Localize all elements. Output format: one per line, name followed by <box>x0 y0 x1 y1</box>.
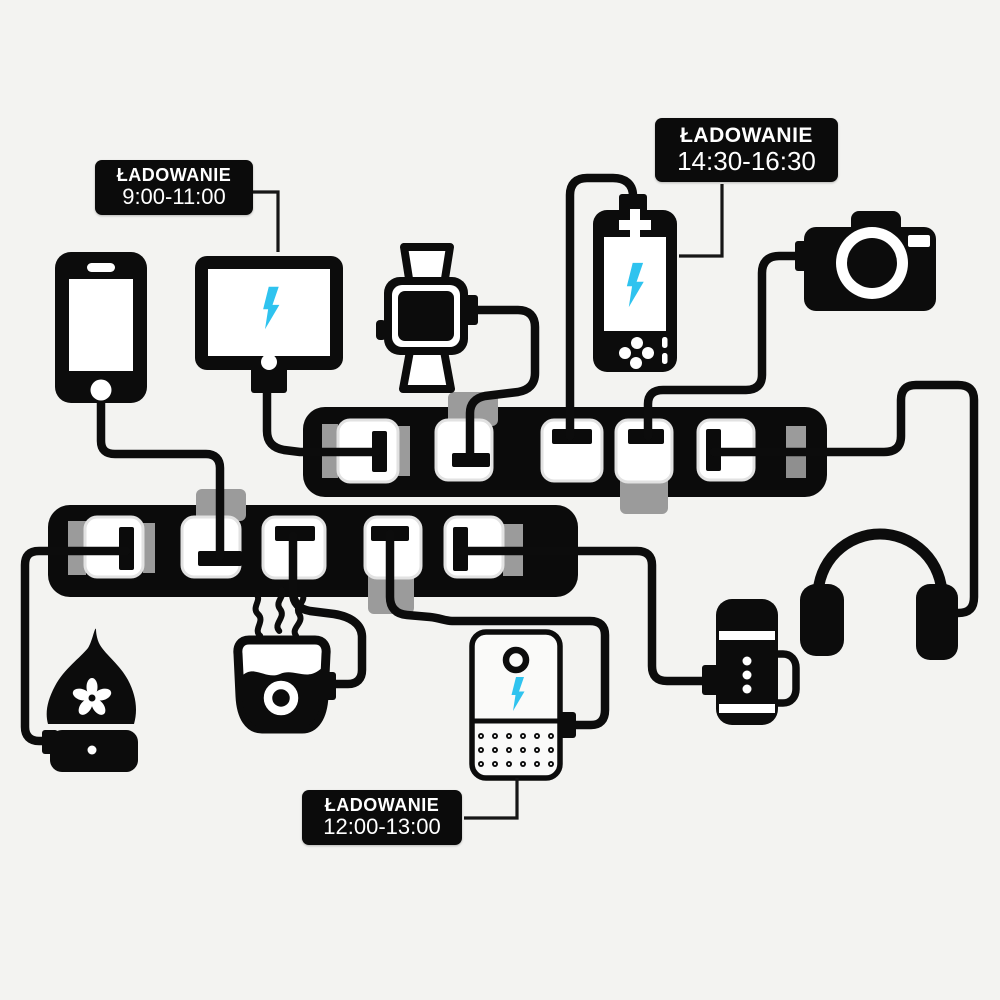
cable-camera <box>643 251 801 441</box>
cable-charger <box>385 529 610 730</box>
connector-label2-powerbank <box>679 184 724 258</box>
tablet-home-button <box>261 354 277 370</box>
label-time: 14:30-16:30 <box>677 146 816 177</box>
watch-crown <box>376 320 386 340</box>
ear-cup-left <box>800 584 844 656</box>
speaker-dot <box>742 670 752 680</box>
speaker-bottle-icon <box>702 599 800 725</box>
label-connector-lines <box>253 184 724 820</box>
charging-label-afternoon: ŁADOWANIE 14:30-16:30 <box>655 118 838 182</box>
camera-icon <box>795 211 936 311</box>
flower-icon <box>72 678 112 715</box>
label-title: ŁADOWANIE <box>116 164 232 185</box>
power-bank-buttons <box>619 337 668 369</box>
tablet-connector <box>251 367 287 393</box>
socket <box>434 418 494 482</box>
cable-headphones <box>709 380 979 618</box>
camera-flash <box>908 235 930 247</box>
smartwatch-icon <box>376 243 478 393</box>
steam-icon <box>252 587 307 639</box>
connector-label1-tablet <box>253 190 280 252</box>
humidifier-dial <box>263 680 299 716</box>
speaker-dot <box>742 684 752 694</box>
aroma-diffuser-icon <box>42 628 138 772</box>
label-title: ŁADOWANIE <box>324 794 440 815</box>
camera-lens <box>847 238 897 288</box>
charger-ring <box>502 646 530 674</box>
label-time: 9:00-11:00 <box>122 184 226 210</box>
plus-icon <box>630 209 640 241</box>
headband <box>812 528 948 602</box>
speaker-connector <box>702 665 720 695</box>
watch-screen <box>398 291 454 341</box>
cable-diffuser <box>20 546 131 746</box>
label-title: ŁADOWANIE <box>680 123 813 147</box>
cables <box>20 173 979 746</box>
phone-home-button <box>90 379 112 401</box>
socket-shadow <box>786 454 806 478</box>
connector-label3-charger <box>464 778 519 820</box>
water-level <box>242 668 322 727</box>
power-bank-icon <box>593 194 677 372</box>
socket-shadow <box>398 426 410 476</box>
cable-tablet <box>262 386 381 457</box>
speaker-stripe <box>719 631 775 640</box>
charging-label-morning: ŁADOWANIE 9:00-11:00 <box>95 160 253 215</box>
socket-shadow <box>786 426 806 451</box>
cable-humidifier <box>288 531 367 689</box>
socket <box>180 515 242 579</box>
headphones-icon <box>800 528 958 660</box>
tablet-icon <box>195 256 343 393</box>
charging-label-noon: ŁADOWANIE 12:00-13:00 <box>302 790 462 845</box>
speaker-handle <box>778 650 800 707</box>
speaker-dot <box>742 656 752 666</box>
phone-speaker-slit <box>87 263 115 272</box>
cable-smartwatch <box>465 305 540 461</box>
phone-screen <box>69 279 133 371</box>
label-time: 12:00-13:00 <box>323 814 441 840</box>
watch-strap-bottom <box>399 347 455 393</box>
humidifier-icon <box>233 587 336 734</box>
speaker-stripe <box>719 704 775 713</box>
diffuser-led <box>87 745 97 755</box>
portable-charger-icon <box>469 629 576 781</box>
charger-vent-dots <box>478 733 554 767</box>
socket-shadow <box>143 523 155 573</box>
diffuser-body <box>46 628 136 724</box>
ear-cup-right <box>916 584 958 660</box>
cable-smartphone <box>96 395 225 561</box>
cable-power-bank <box>565 173 638 441</box>
smartphone-icon <box>55 252 147 403</box>
cable-speaker <box>456 546 711 686</box>
